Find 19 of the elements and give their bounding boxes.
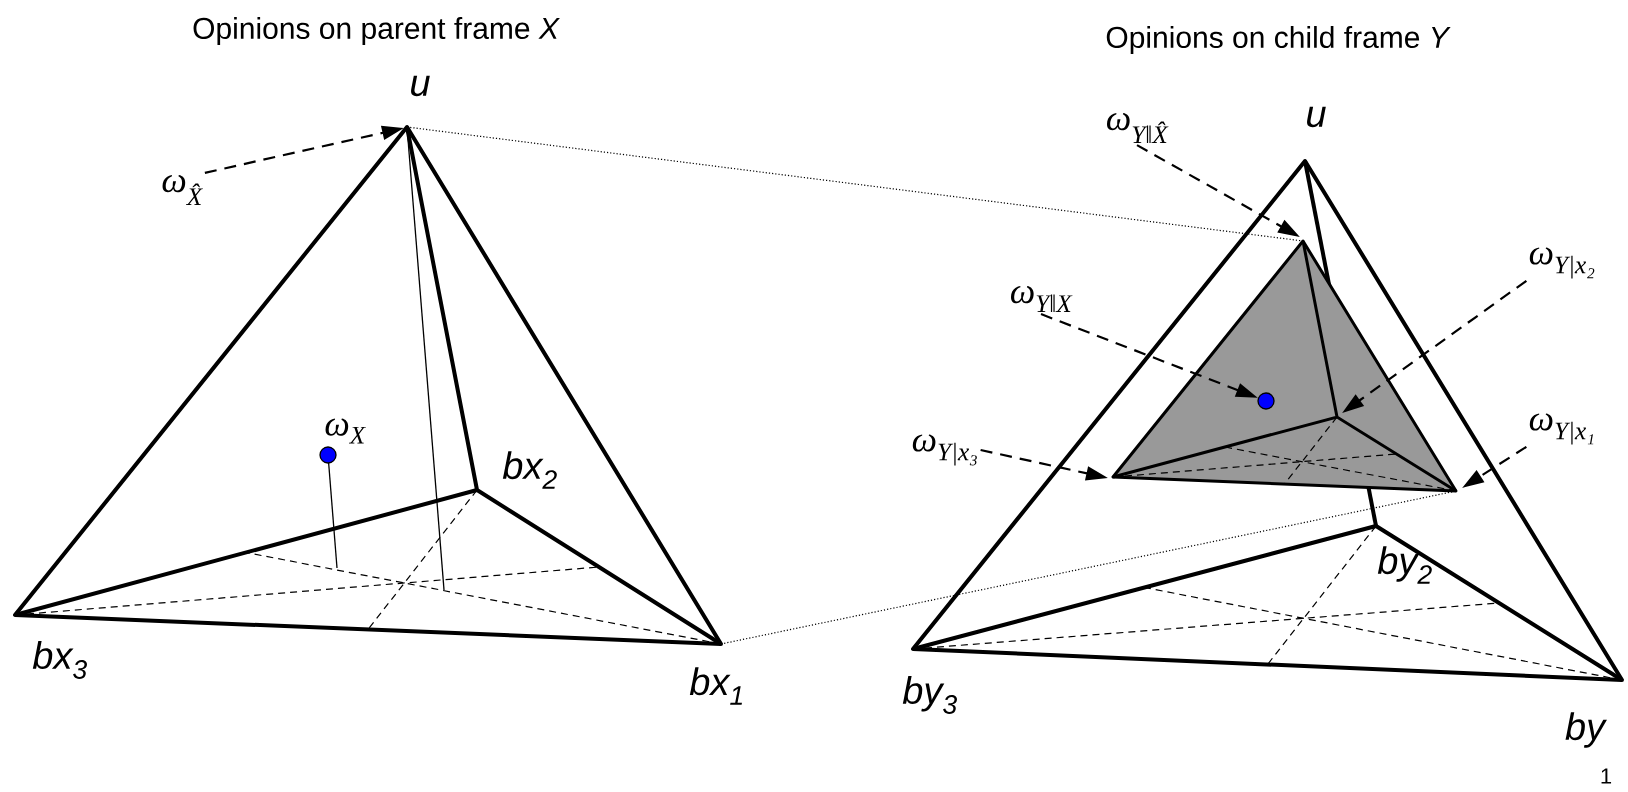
- vertex-label: by$_{3}$: [902, 676, 957, 714]
- opinion-label: ω$_{Y|x₁}$: [1529, 413, 1594, 445]
- opinion-label: ω$_{Y‖X̂}$: [1107, 113, 1169, 143]
- vertex-label: u: [1307, 106, 1326, 128]
- vertex-label: bx$_{1}$: [689, 667, 742, 705]
- opinion-label: ω$_{X̂}$: [162, 175, 203, 205]
- opinion-point: [1257, 392, 1275, 410]
- point-label: ω$_{X}$: [325, 418, 366, 444]
- vertex-label: by$_{2}$: [1377, 546, 1432, 584]
- heading: Opinions on parent frame X: [193, 17, 560, 45]
- vertex-label: u: [411, 75, 430, 97]
- opinion-label: ω$_{Y|x₃}$: [912, 434, 977, 466]
- opinion-label: ω$_{Y‖X}$: [1011, 286, 1073, 312]
- vertex-label: bx$_{2}$: [502, 451, 557, 489]
- opinion-label: ω$_{Y|x₂}$: [1529, 247, 1595, 279]
- heading: Opinions on child frame Y: [1106, 26, 1451, 54]
- page-number: 1: [1601, 768, 1612, 784]
- vertex-label: by: [1565, 712, 1607, 748]
- vertex-label: bx$_{3}$: [32, 641, 87, 679]
